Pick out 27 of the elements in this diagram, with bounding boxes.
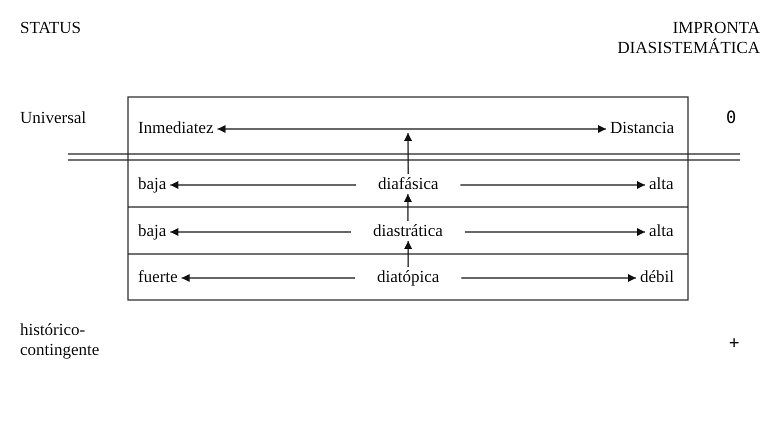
scale-label: Universal <box>20 108 86 128</box>
dimension-label: diastrática <box>369 221 447 241</box>
dimension-label: diatópica <box>373 267 444 287</box>
scale-value: 0 <box>726 108 736 128</box>
arrow <box>218 125 606 133</box>
arrow <box>404 241 412 267</box>
axis-heading: STATUS <box>20 18 81 38</box>
arrow <box>460 181 645 189</box>
scale-value: + <box>729 333 740 353</box>
pole-label: alta <box>645 221 678 241</box>
scale-label: histórico-contingente <box>20 320 100 360</box>
arrow <box>182 274 355 282</box>
pole-label: débil <box>636 267 678 287</box>
pole-label: alta <box>645 174 678 194</box>
pole-label: baja <box>134 174 170 194</box>
arrow <box>461 274 636 282</box>
pole-label: baja <box>134 221 170 241</box>
arrow <box>404 194 412 221</box>
pole-label: Distancia <box>606 118 678 138</box>
dimension-label: diafásica <box>374 174 442 194</box>
pole-label: Inmediatez <box>134 118 218 138</box>
arrow <box>170 181 356 189</box>
axis-heading: IMPRONTA DIASISTEMÁTICA <box>616 18 760 58</box>
arrow <box>404 133 412 174</box>
arrow <box>170 228 351 236</box>
arrow <box>464 228 645 236</box>
pole-label: fuerte <box>134 267 182 287</box>
